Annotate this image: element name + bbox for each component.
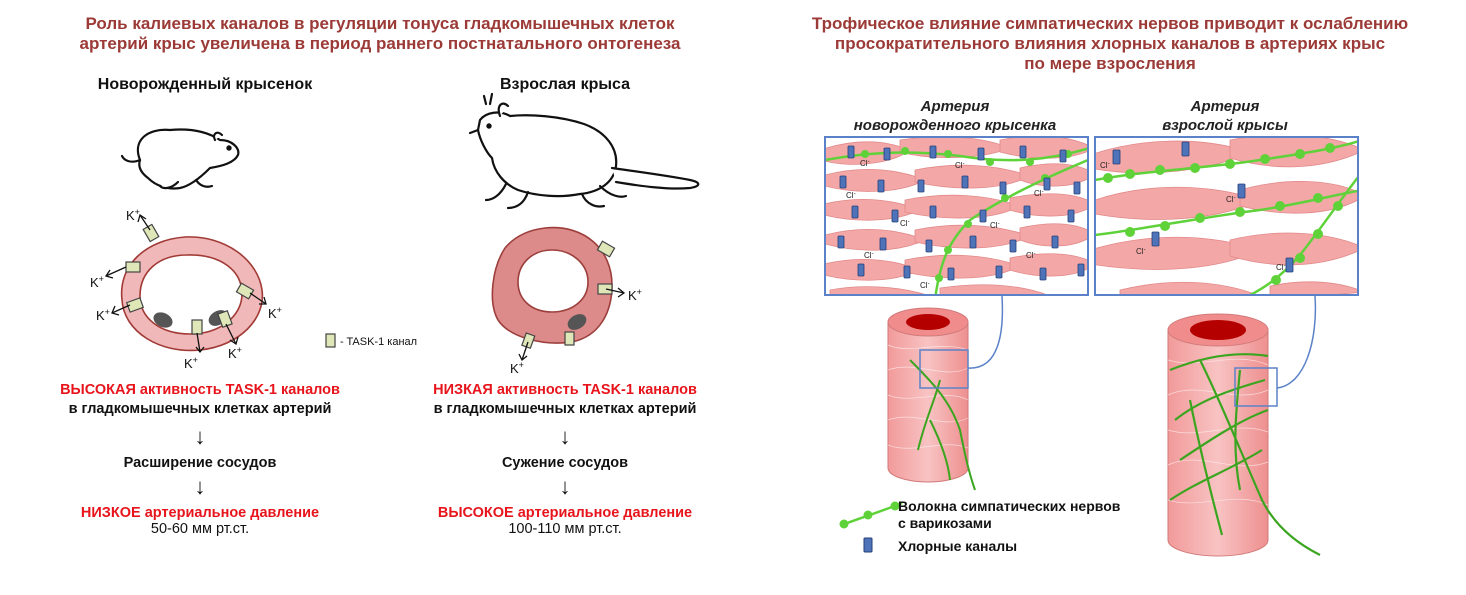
adult-artery-caption-line-1: Артерия bbox=[1190, 98, 1260, 115]
adult-arteriole bbox=[491, 226, 613, 344]
svg-text:K+: K+ bbox=[268, 305, 282, 321]
newborn-text: ВЫСОКАЯ активность TASK-1 каналов в глад… bbox=[40, 380, 360, 537]
newborn-chloride-ions: Cl- Cl- Cl- Cl- Cl- Cl- Cl- Cl- Cl- bbox=[846, 159, 1044, 290]
newborn-label: Новорожденный крысенок bbox=[97, 76, 313, 93]
newborn-artery-caption-line-2: новорожденного крысенка bbox=[853, 117, 1057, 134]
adult-cells: в гладкомышечных клетках артерий bbox=[433, 401, 697, 417]
left-title-line-2: артерий крыс увеличена в период раннего … bbox=[79, 34, 681, 53]
newborn-pressure-value: 50-60 мм рт.ст. bbox=[150, 521, 250, 537]
svg-text:K+: K+ bbox=[510, 360, 524, 376]
adult-label: Взрослая крыса bbox=[499, 76, 631, 93]
adult-arrow-1: ↓ bbox=[559, 424, 571, 449]
svg-text:K+: K+ bbox=[90, 274, 104, 290]
newborn-artery-caption: Артерия новорожденного крысенка bbox=[824, 97, 1086, 135]
newborn-activity-level: ВЫСОКАЯ bbox=[60, 382, 136, 398]
svg-text:Cl-: Cl- bbox=[1136, 247, 1146, 256]
newborn-arrow-2: ↓ bbox=[194, 474, 206, 499]
nerve-legend-icon bbox=[839, 501, 903, 529]
task-channel-legend-icon bbox=[325, 333, 336, 348]
adult-artery-caption: Артерия взрослой крысы bbox=[1094, 97, 1356, 135]
svg-text:Cl-: Cl- bbox=[1226, 195, 1236, 204]
svg-text:Cl-: Cl- bbox=[900, 219, 910, 228]
adult-chloride-ions: Cl- Cl- Cl- Cl- bbox=[1100, 161, 1286, 272]
adult-text: НИЗКАЯ активность TASK-1 каналов в гладк… bbox=[405, 380, 725, 537]
nerve-legend-line-2: с варикозами bbox=[898, 515, 992, 531]
nerve-legend-text: Волокна симпатических нервов с варикозам… bbox=[898, 498, 1158, 532]
right-title-line-1: Трофическое влияние симпатических нервов… bbox=[811, 14, 1409, 33]
svg-text:Cl-: Cl- bbox=[920, 281, 930, 290]
svg-text:Cl-: Cl- bbox=[860, 159, 870, 168]
newborn-k-arrows bbox=[104, 213, 267, 354]
left-title: Роль калиевых каналов в регуляции тонуса… bbox=[20, 14, 740, 54]
newborn-pressure: НИЗКОЕ артериальное давление bbox=[80, 505, 320, 521]
svg-text:Cl-: Cl- bbox=[1100, 161, 1110, 170]
nerve-legend-line-1: Волокна симпатических нервов bbox=[898, 498, 1121, 514]
newborn-chloride-channels bbox=[837, 145, 1085, 281]
svg-text:Cl-: Cl- bbox=[1026, 251, 1036, 260]
newborn-cells: в гладкомышечных клетках артерий bbox=[68, 401, 332, 417]
svg-text:Cl-: Cl- bbox=[1034, 189, 1044, 198]
adult-chloride-channels bbox=[1112, 141, 1294, 273]
right-title-line-2: просократительного влияния хлорных канал… bbox=[834, 34, 1386, 53]
adult-arrow-2: ↓ bbox=[559, 474, 571, 499]
adult-zoom-connector bbox=[1276, 295, 1317, 389]
right-title-line-3: по мере взросления bbox=[1024, 54, 1196, 73]
svg-text:Cl-: Cl- bbox=[990, 221, 1000, 230]
newborn-rat-icon bbox=[120, 128, 240, 190]
adult-activity-rest: активность TASK-1 каналов bbox=[492, 382, 697, 398]
svg-text:Cl-: Cl- bbox=[955, 161, 965, 170]
adult-pressure-value: 100-110 мм рт.ст. bbox=[508, 521, 622, 537]
newborn-artery-cylinder bbox=[887, 307, 976, 491]
svg-text:K+: K+ bbox=[184, 355, 198, 371]
adult-effect: Сужение сосудов bbox=[501, 455, 629, 471]
adult-pressure: ВЫСОКОЕ артериальное давление bbox=[437, 505, 693, 521]
adult-rat-icon bbox=[468, 92, 700, 210]
svg-text:Cl-: Cl- bbox=[864, 251, 874, 260]
adult-artery-cylinder bbox=[1167, 313, 1321, 557]
chloride-channel-legend-text: Хлорные каналы bbox=[898, 538, 1018, 554]
left-title-line-1: Роль калиевых каналов в регуляции тонуса… bbox=[85, 14, 675, 33]
right-illustrations: Cl- Cl- Cl- Cl- Cl- Cl- Cl- Cl- Cl- bbox=[824, 136, 1359, 557]
newborn-activity-rest: активность TASK-1 каналов bbox=[135, 382, 340, 398]
svg-text:K+: K+ bbox=[228, 345, 242, 361]
adult-zoom-marker bbox=[1234, 367, 1278, 407]
newborn-effect: Расширение сосудов bbox=[123, 455, 277, 471]
svg-text:Cl-: Cl- bbox=[846, 191, 856, 200]
chloride-channel-legend-icon bbox=[863, 537, 873, 553]
task-channel-legend: - TASK-1 канал bbox=[340, 336, 417, 348]
svg-text:Cl-: Cl- bbox=[1276, 263, 1286, 272]
newborn-zoom-connector bbox=[967, 295, 1004, 369]
adult-activity-level: НИЗКАЯ bbox=[433, 382, 493, 398]
adult-k-labels: K+ K+ bbox=[510, 287, 642, 376]
newborn-arrow-1: ↓ bbox=[194, 424, 206, 449]
newborn-artery-caption-line-1: Артерия bbox=[920, 98, 990, 115]
adult-k-arrows bbox=[518, 287, 626, 362]
adult-zoom-panel: Cl- Cl- Cl- Cl- bbox=[1094, 136, 1359, 296]
left-illustrations: K+ K+ K+ K+ K+ K+ - TASK-1 канал K+ K+ bbox=[90, 92, 700, 376]
right-title: Трофическое влияние симпатических нервов… bbox=[760, 14, 1460, 74]
svg-text:K+: K+ bbox=[96, 307, 110, 323]
newborn-zoom-panel: Cl- Cl- Cl- Cl- Cl- Cl- Cl- Cl- Cl- bbox=[824, 136, 1089, 296]
adult-artery-caption-line-2: взрослой крысы bbox=[1162, 117, 1288, 134]
svg-text:K+: K+ bbox=[628, 287, 642, 303]
newborn-zoom-marker bbox=[919, 349, 969, 389]
